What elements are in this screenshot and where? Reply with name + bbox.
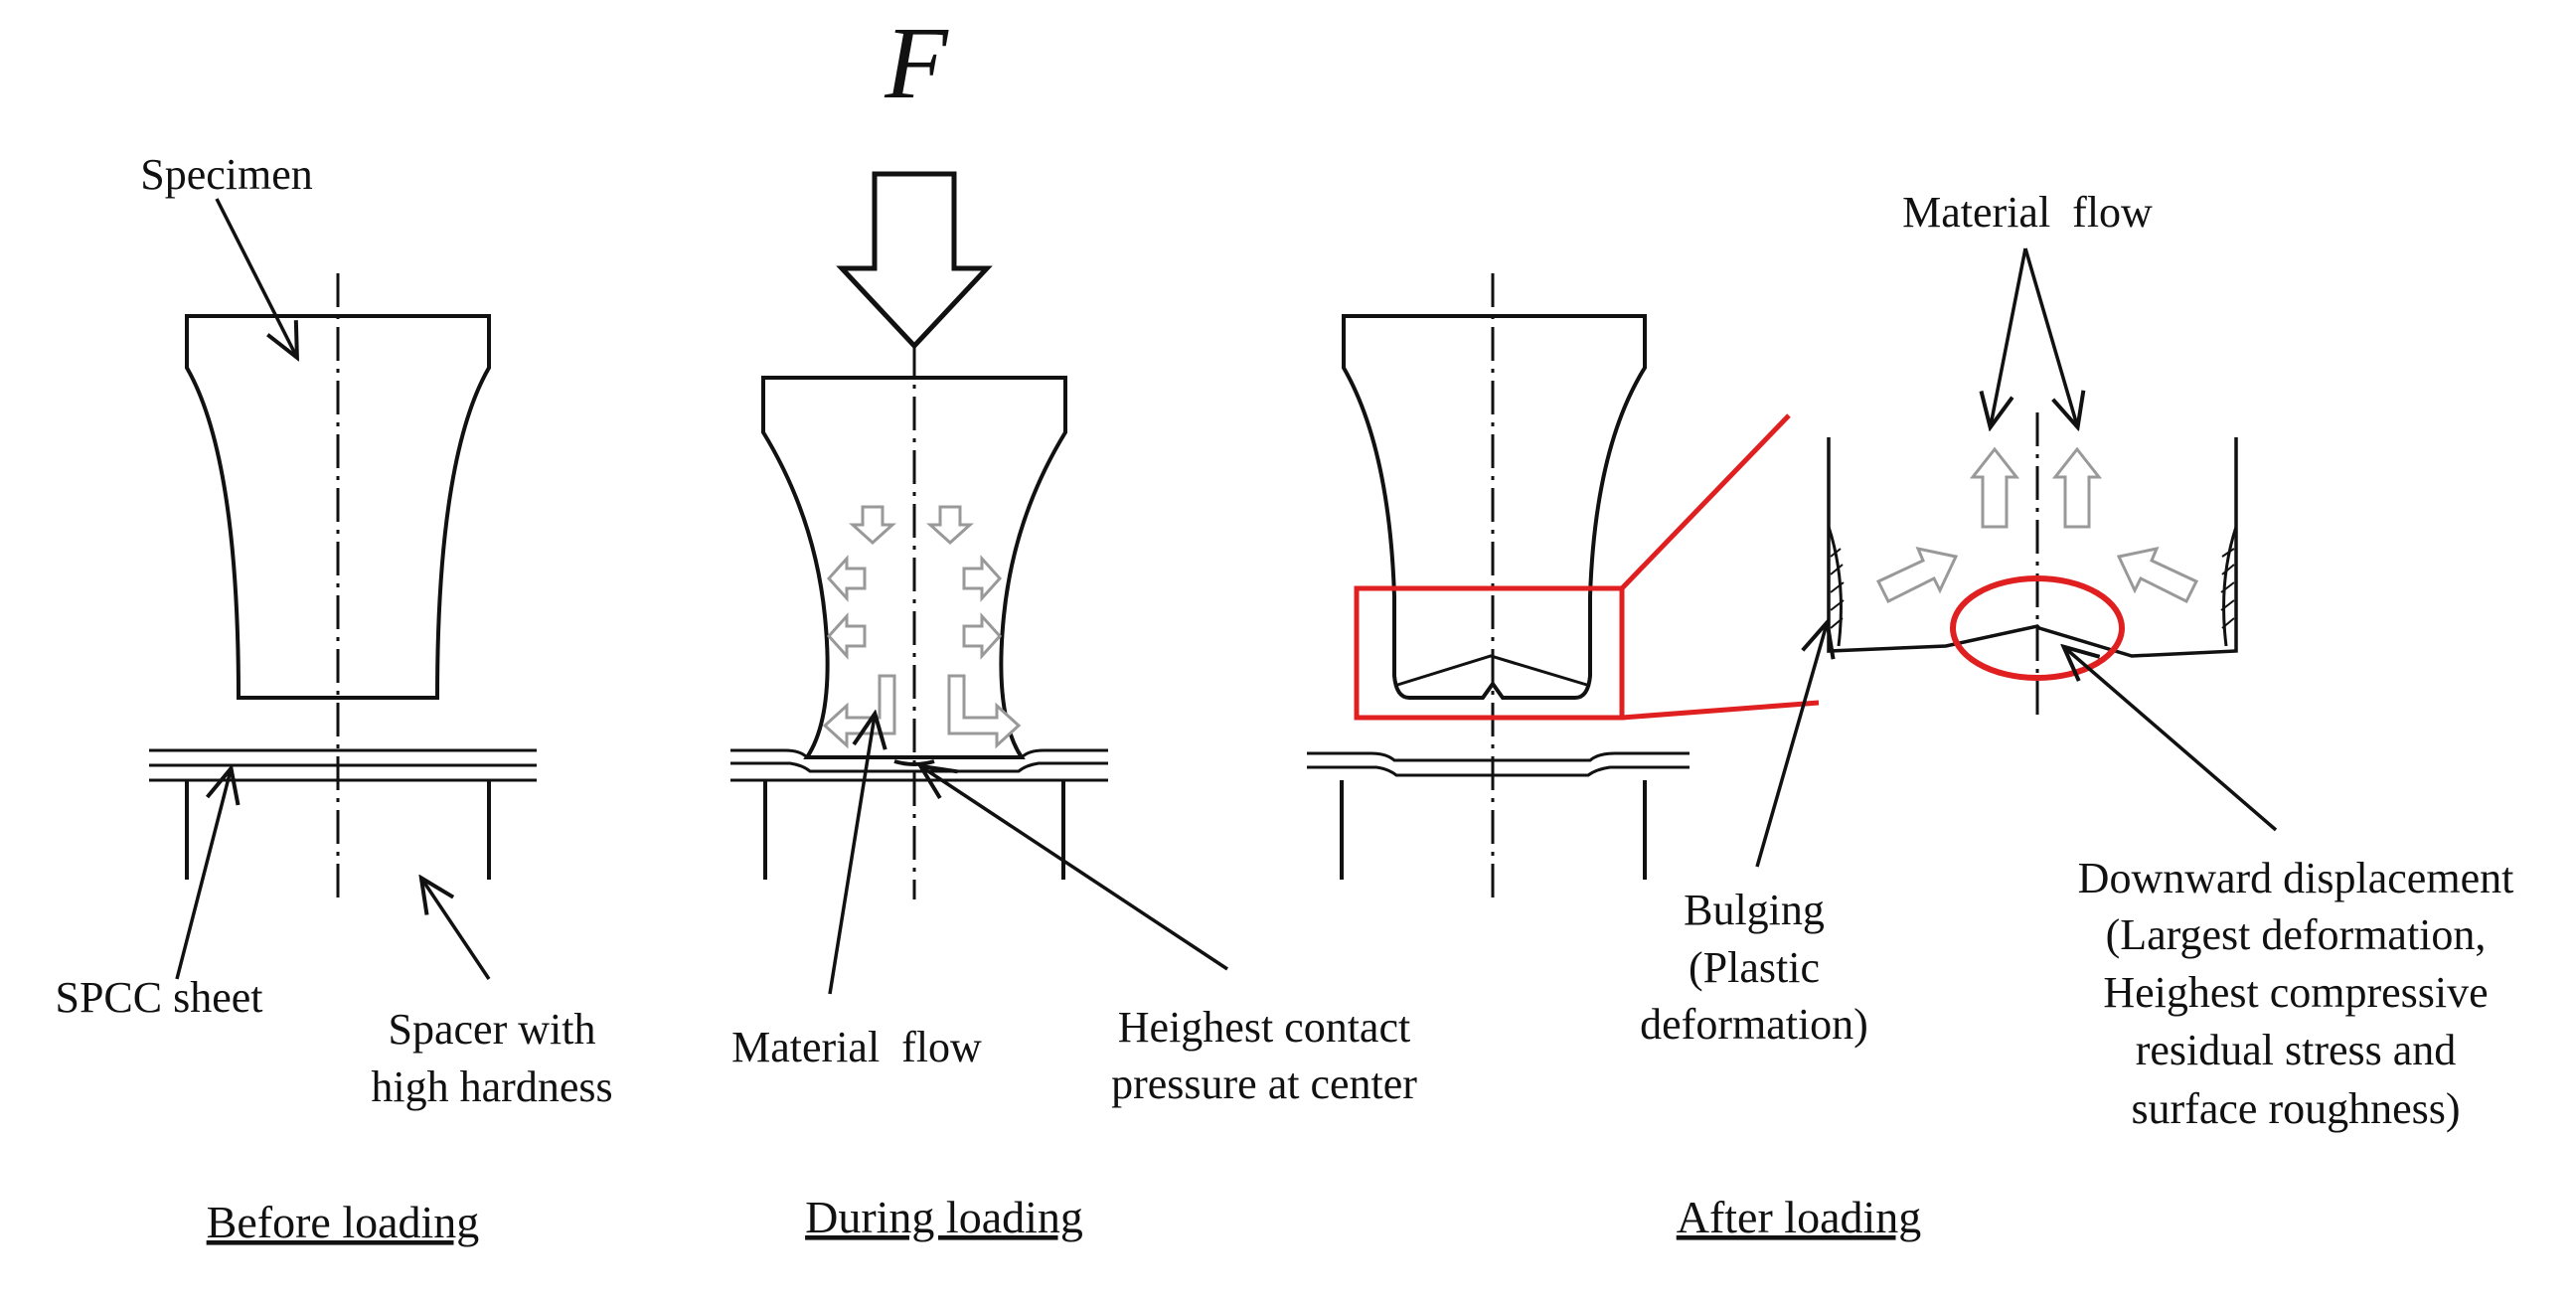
sheet-label: SPCC sheet <box>55 973 262 1022</box>
spacer <box>730 778 1108 880</box>
force-symbol: F <box>884 6 949 120</box>
pressure-label-line1: Heighest contact <box>1118 1003 1410 1052</box>
after-caption: After loading <box>1677 1192 1922 1242</box>
flow-pointer-left <box>1991 247 2027 425</box>
flow-label: Material flow <box>1902 188 2153 237</box>
up-arrow-right <box>2051 446 2103 529</box>
flow-pointer-right <box>2023 247 2077 425</box>
during-loading-panel: F Material flow Heighest contact <box>730 6 1417 1242</box>
spacer-label-line1: Spacer with <box>389 1005 596 1054</box>
before-loading-panel: Specimen SPCC sheet Spacer with high har… <box>55 150 612 1247</box>
center-highlight-circle <box>1950 575 2125 681</box>
displacement-pointer <box>2065 648 2278 832</box>
bulging-label-line1: Bulging <box>1684 886 1825 934</box>
spacer <box>185 780 491 880</box>
displacement-label-line2: (Largest deformation, <box>2106 910 2487 959</box>
pressure-label-line2: pressure at center <box>1111 1060 1417 1108</box>
sheet-pointer <box>175 770 231 980</box>
after-loading-panel: Material flow Bulging (Plastic deformati… <box>1307 188 2513 1242</box>
during-caption: During loading <box>805 1192 1083 1242</box>
spacer <box>1340 780 1647 880</box>
zoom-region-box <box>1354 585 1625 721</box>
zoom-leader-top <box>1620 413 1791 590</box>
zoom-detail <box>1827 412 2238 716</box>
spacer-pointer <box>422 880 491 980</box>
specimen-label: Specimen <box>140 150 313 199</box>
diag-arrow-right <box>2116 546 2199 604</box>
displacement-label-line1: Downward displacement <box>2078 854 2514 902</box>
bulging-label-line3: deformation) <box>1640 1000 1868 1049</box>
bulging-label-line2: (Plastic <box>1689 943 1820 992</box>
spcc-sheet-deformed <box>1307 751 1690 777</box>
bulging-pointer <box>1755 624 1827 868</box>
up-arrow-left <box>1969 446 2020 529</box>
diag-arrow-left <box>1875 546 1959 604</box>
specimen-pointer <box>215 198 296 356</box>
spcc-sheet-deformed <box>730 748 1108 773</box>
zoom-leader-bottom <box>1621 700 1820 721</box>
spcc-sheet <box>149 748 537 782</box>
displacement-label-line5: surface roughness) <box>2131 1084 2460 1133</box>
spacer-label-line2: high hardness <box>371 1062 612 1111</box>
internal-flow-arrows <box>822 505 1022 749</box>
displacement-label-line3: Heighest compressive <box>2103 968 2488 1017</box>
flow-pointer <box>828 716 875 995</box>
before-caption: Before loading <box>207 1197 480 1247</box>
displacement-label-line4: residual stress and <box>2136 1026 2457 1074</box>
specimen-deformed-outline <box>1342 314 1647 700</box>
force-arrow <box>836 171 993 350</box>
specimen-outline <box>185 314 491 700</box>
flow-label: Material flow <box>731 1023 982 1071</box>
pressure-pointer <box>922 767 1228 971</box>
